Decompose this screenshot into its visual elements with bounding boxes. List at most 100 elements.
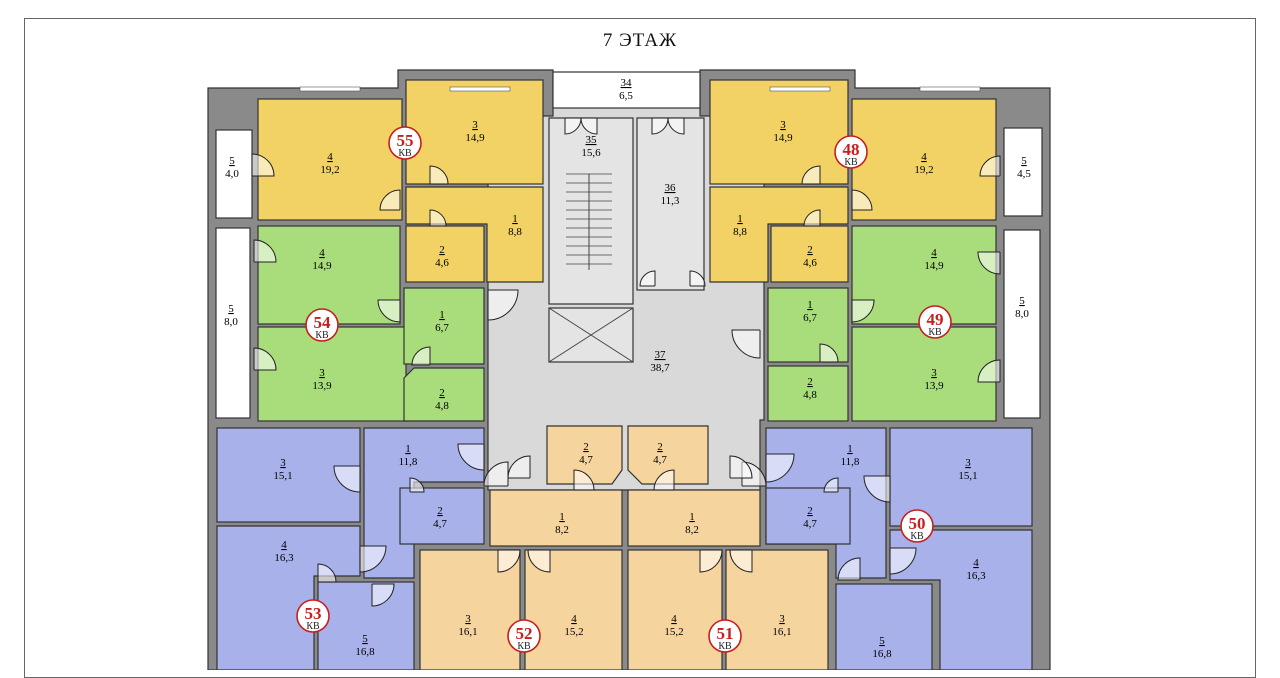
- apt49-room-3: [851, 326, 997, 422]
- apt49-room-4-area: 14,9: [924, 260, 944, 272]
- apt48-door-d: [803, 209, 821, 227]
- apt49-room-1-number: 1: [807, 299, 813, 311]
- apt54-room-3-area: 13,9: [312, 380, 332, 392]
- apt54-room-2-area: 4,8: [435, 400, 449, 412]
- apt51-room-4-area: 15,2: [664, 626, 683, 638]
- apt55-badge-circle: [388, 126, 422, 160]
- apt48-door-a: [979, 155, 1001, 177]
- apt48-room-3: [709, 79, 849, 185]
- apt49-room-4: [851, 225, 997, 325]
- apt54-room-2-number: 2: [439, 387, 445, 399]
- apt49-room-4-number: 4: [931, 247, 937, 259]
- apt51-badge-circle: [708, 619, 742, 653]
- hall-door-left: [507, 455, 531, 479]
- apt52-room-2: [546, 425, 623, 485]
- apt52-door-b: [573, 469, 595, 491]
- apt48-room-5-area: 4,5: [1017, 168, 1031, 180]
- apt52-door-c: [497, 549, 521, 573]
- apt48-badge-number: 48: [843, 140, 860, 159]
- room-37-label-number: 37: [655, 349, 667, 361]
- apt55-room-1: [405, 186, 544, 283]
- apt54-room-1-area: 6,7: [435, 322, 449, 334]
- apt49-door-c: [851, 299, 875, 323]
- apt51-door-d: [729, 549, 753, 573]
- apt53-badge-circle: [296, 599, 330, 633]
- apt53-room-2-area: 4,7: [433, 518, 447, 530]
- apt50-badge-suffix: КВ: [910, 531, 924, 542]
- apt52-room-3-number: 3: [465, 613, 471, 625]
- apt49-badge-circle: [918, 305, 952, 339]
- apt54-room-4-number: 4: [319, 247, 325, 259]
- apt54-door-d: [411, 346, 431, 366]
- apt51-room-2-number: 2: [657, 441, 663, 453]
- apt51-room-3-number: 3: [779, 613, 785, 625]
- apt52-room-3-area: 16,1: [458, 626, 477, 638]
- apt55-room-4-area: 19,2: [320, 164, 339, 176]
- apt51-badge-number: 51: [717, 624, 734, 643]
- apt49-room-2-number: 2: [807, 376, 813, 388]
- apt50-room-2: [765, 487, 851, 545]
- apt54-door-a: [253, 239, 277, 263]
- apt55-door-d: [429, 209, 447, 227]
- apt54-door-e: [487, 289, 519, 321]
- apt53-badge-number: 53: [305, 604, 322, 623]
- apt53-door-e: [371, 583, 395, 607]
- apt52-badge-number: 52: [516, 624, 533, 643]
- apt50-door-c: [889, 547, 917, 575]
- door-36b: [667, 117, 685, 135]
- apt48-door-b: [851, 189, 873, 211]
- apt50-room-5-number: 5: [879, 635, 885, 647]
- apt48-room-5-number: 5: [1021, 155, 1027, 167]
- apt55-room-2: [405, 225, 485, 283]
- apt50-room-2-number: 2: [807, 505, 813, 517]
- apt53-room-4-area: 16,3: [274, 552, 294, 564]
- apt52-room-4-number: 4: [571, 613, 577, 625]
- apt48-room-2: [770, 225, 849, 283]
- apt55-room-2-number: 2: [439, 244, 445, 256]
- apt54-door-c: [377, 299, 401, 323]
- apt53-room-3-area: 15,1: [273, 470, 292, 482]
- apt51-room-2-area: 4,7: [653, 454, 667, 466]
- apt49-badge-suffix: КВ: [928, 327, 942, 338]
- apt53-door-b: [359, 545, 387, 573]
- apt53-badge-suffix: КВ: [306, 621, 320, 632]
- room-37-label-area: 38,7: [650, 362, 670, 374]
- apt53-door-f: [317, 563, 337, 583]
- apt54-room-1: [403, 287, 485, 365]
- door-36d: [689, 270, 706, 287]
- apt50-room-3-number: 3: [965, 457, 971, 469]
- apt55-room-3-area: 14,9: [465, 132, 485, 144]
- apt52-room-2-area: 4,7: [579, 454, 593, 466]
- apt48-door-c: [801, 165, 821, 185]
- room-36-label-number: 36: [665, 182, 677, 194]
- apt49-badge-number: 49: [927, 310, 944, 329]
- apt48-room-3-area: 14,9: [773, 132, 793, 144]
- apt48-room-1-area: 8,8: [733, 226, 747, 238]
- apt48-room-4-number: 4: [921, 151, 927, 163]
- apt53-room-5: [317, 581, 415, 670]
- apt48-room-3-number: 3: [780, 119, 786, 131]
- apt50-room-1-area: 11,8: [841, 456, 860, 468]
- apt51-room-1: [627, 489, 761, 547]
- window-mark: [769, 86, 831, 92]
- apt54-badge-number: 54: [314, 313, 332, 332]
- apt54-badge-circle: [305, 308, 339, 342]
- apt50-room-4: [889, 529, 1033, 670]
- apt53-room-1-area: 11,8: [399, 456, 418, 468]
- apt48-room-5: [1003, 127, 1043, 217]
- apt51-room-2: [627, 425, 709, 485]
- apt54-room-5-number: 5: [228, 303, 234, 315]
- apt49-room-1-area: 6,7: [803, 312, 817, 324]
- apt55-door-b: [379, 189, 401, 211]
- apt51-room-1-area: 8,2: [685, 524, 699, 536]
- elevator-cross: [548, 307, 634, 363]
- apt54-room-5-area: 8,0: [224, 316, 238, 328]
- apt51-door-b: [653, 469, 675, 491]
- room-35-stairs: [548, 117, 634, 305]
- room-35-label-area: 15,6: [581, 147, 601, 159]
- apt55-room-4-number: 4: [327, 151, 333, 163]
- apt52-door-d: [527, 549, 551, 573]
- apt55-badge-number: 55: [397, 131, 414, 150]
- apt50-room-4-number: 4: [973, 557, 979, 569]
- apt52-room-1: [489, 489, 623, 547]
